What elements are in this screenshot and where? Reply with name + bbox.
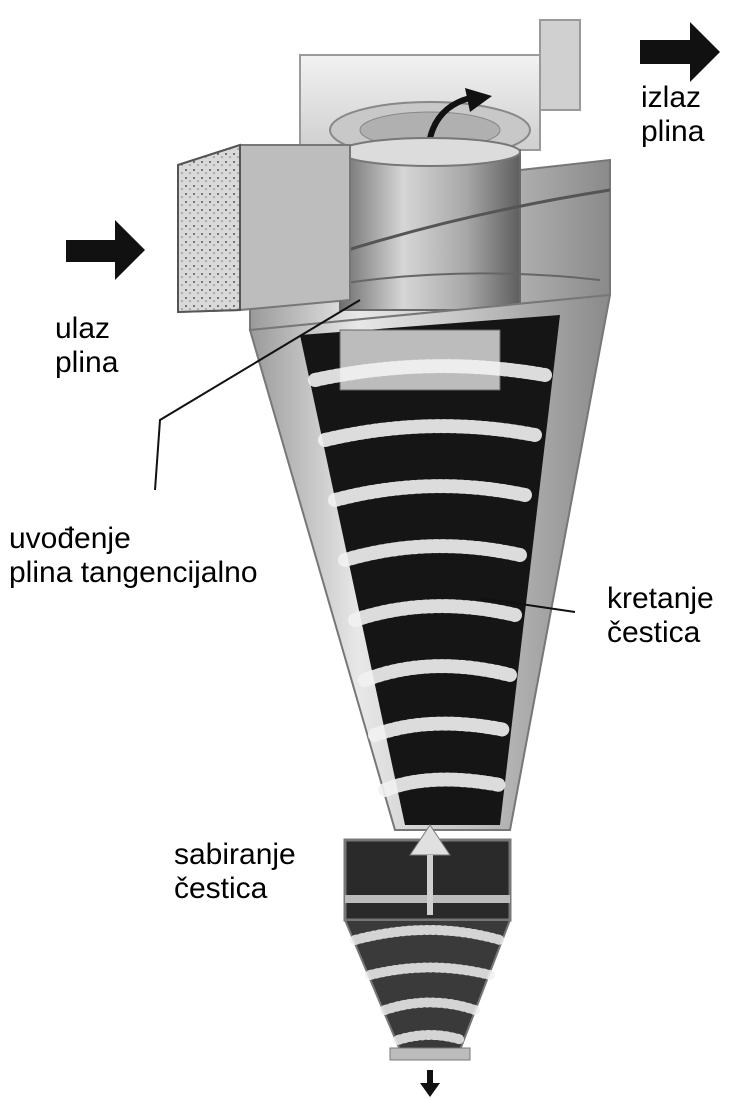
gas-inlet-duct	[178, 145, 350, 312]
cyclone-cone	[250, 295, 610, 830]
particle-collection-label-line2: čestica	[174, 872, 296, 906]
particle-motion-label-line2: čestica	[607, 616, 714, 650]
particle-motion-label: kretanje čestica	[603, 582, 718, 650]
gas-inlet-label: ulaz plina	[55, 312, 118, 380]
tangential-entry-label-line1: uvođenje	[9, 522, 258, 556]
gas-outlet-arrow	[640, 22, 720, 82]
gas-outlet-label-line2: plina	[641, 115, 704, 149]
gas-inlet-label-line1: ulaz	[55, 312, 118, 346]
particle-motion-label-line1: kretanje	[607, 582, 714, 616]
gas-outlet-label: izlaz plina	[641, 81, 704, 149]
bottom-outflow-arrow	[420, 1070, 440, 1097]
gas-inlet-arrow	[66, 220, 145, 280]
tangential-entry-label: uvođenje plina tangencijalno	[9, 522, 258, 590]
particle-collection-label: sabiranje čestica	[170, 838, 300, 906]
gas-inlet-label-line2: plina	[55, 346, 118, 380]
gas-outlet-label-line1: izlaz	[641, 81, 704, 115]
collection-hopper	[345, 825, 510, 1060]
tangential-entry-label-line2: plina tangencijalno	[9, 556, 258, 590]
particle-collection-label-line1: sabiranje	[174, 838, 296, 872]
